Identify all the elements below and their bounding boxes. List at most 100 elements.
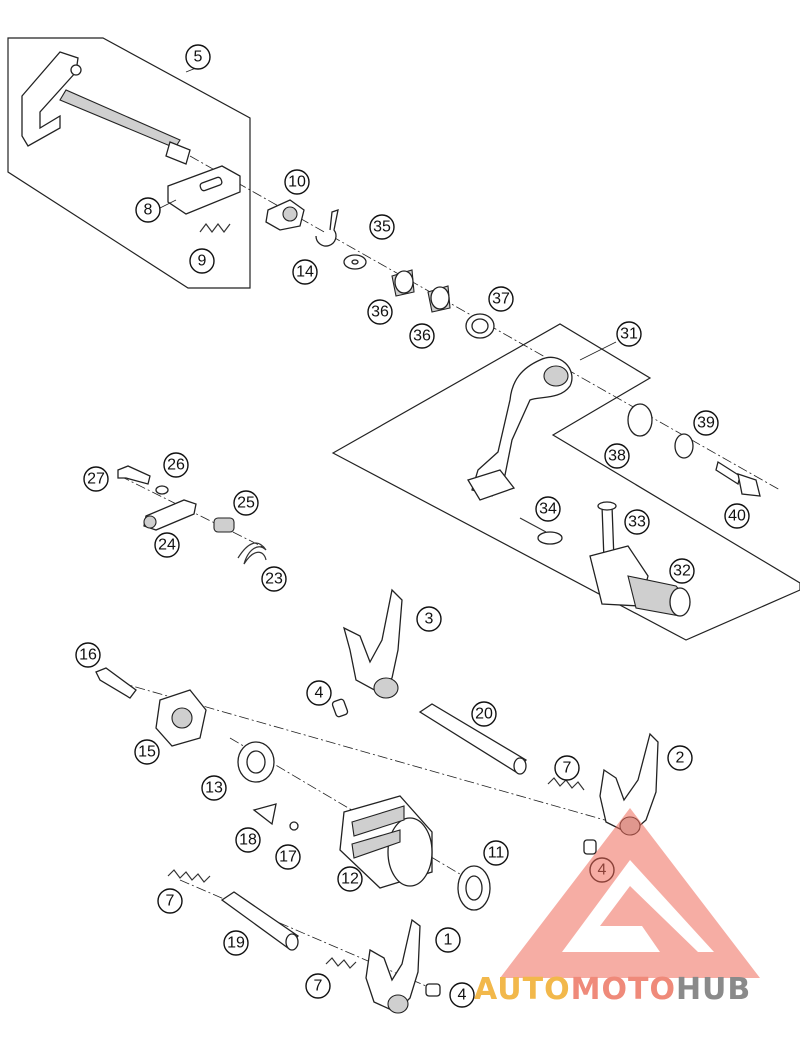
callout-label: 5 <box>194 49 203 66</box>
shift-spring-9 <box>199 223 231 233</box>
callout-c39: 39 <box>693 410 719 436</box>
callout-label: 31 <box>620 326 638 343</box>
callout-c19: 19 <box>223 930 249 956</box>
callout-label: 33 <box>628 514 646 531</box>
spring-34 <box>519 517 563 545</box>
spring-7-lower <box>325 957 357 969</box>
callout-c12: 12 <box>337 866 363 892</box>
roller-4-middle <box>583 839 597 855</box>
callout-label: 27 <box>87 471 105 488</box>
callout-label: 23 <box>265 571 283 588</box>
shift-fork-1 <box>365 918 421 1014</box>
callout-label: 7 <box>563 760 572 777</box>
callout-label: 8 <box>144 202 153 219</box>
watermark-logo-triangle <box>500 808 760 978</box>
callout-c5: 5 <box>185 44 211 70</box>
callout-label: 2 <box>676 750 685 767</box>
callout-label: 24 <box>158 537 176 554</box>
callout-label: 18 <box>239 832 257 849</box>
pin-18 <box>252 803 277 826</box>
callout-label: 1 <box>444 932 453 949</box>
callout-c24: 24 <box>154 532 180 558</box>
callout-label: 38 <box>608 448 626 465</box>
shift-drum-12 <box>339 795 433 889</box>
bushing-25 <box>213 517 235 533</box>
callout-label: 11 <box>488 845 505 862</box>
callout-label: 40 <box>728 508 746 525</box>
washer-35 <box>343 254 367 270</box>
callout-label: 34 <box>539 501 557 518</box>
shift-peg-32 <box>589 545 691 617</box>
bolt-33 <box>597 501 617 561</box>
callout-c14: 14 <box>292 259 318 285</box>
callout-label: 4 <box>315 685 324 702</box>
callout-label: 35 <box>373 219 391 236</box>
callout-label: 9 <box>198 253 207 270</box>
needle-bearing-36a <box>391 269 415 297</box>
callout-c1: 1 <box>435 927 461 953</box>
brand-part-hub: HUB <box>675 972 752 1007</box>
shift-shaft <box>21 51 191 165</box>
roller-4-lower <box>425 983 441 997</box>
bolt-16 <box>95 667 137 699</box>
brand-part-auto: AUTO <box>474 972 571 1007</box>
brand-part-moto: MOTO <box>570 972 676 1007</box>
shift-plate <box>167 165 241 215</box>
callout-label: 20 <box>475 706 493 723</box>
washer-13 <box>237 741 275 783</box>
callout-label: 12 <box>341 871 359 888</box>
callout-label: 36 <box>413 328 431 345</box>
callout-c7b: 7 <box>157 888 183 914</box>
callout-c23: 23 <box>261 566 287 592</box>
lever-24 <box>143 499 197 531</box>
shift-lever-group-frame <box>331 323 800 641</box>
callout-c37: 37 <box>488 286 514 312</box>
callout-label: 26 <box>167 457 185 474</box>
callout-label: 3 <box>425 611 434 628</box>
shift-drum-locating-15 <box>155 689 207 747</box>
callout-c7c: 7 <box>305 973 331 999</box>
callout-label: 17 <box>279 849 297 866</box>
spring-7-left <box>167 869 211 883</box>
callout-c18: 18 <box>235 827 261 853</box>
callout-c8: 8 <box>135 197 161 223</box>
callout-c11: 11 <box>483 840 509 866</box>
screw-17 <box>289 821 299 831</box>
callout-c27: 27 <box>83 466 109 492</box>
bolt-27 <box>117 465 151 485</box>
callout-c36a: 36 <box>367 299 393 325</box>
callout-label: 14 <box>296 264 314 281</box>
callout-label: 32 <box>673 563 691 580</box>
seal-ring-37 <box>465 313 495 339</box>
callout-c4a: 4 <box>306 680 332 706</box>
hex-bolt-40 <box>715 460 761 497</box>
callout-c40: 40 <box>724 503 750 529</box>
callout-c25: 25 <box>233 490 259 516</box>
callout-label: 7 <box>314 978 323 995</box>
callout-c10: 10 <box>284 169 310 195</box>
circlip-14 <box>315 209 339 247</box>
callout-label: 15 <box>138 744 156 761</box>
callout-c35: 35 <box>369 214 395 240</box>
shift-lever <box>467 356 573 501</box>
callout-c32: 32 <box>669 558 695 584</box>
callout-c9: 9 <box>189 248 215 274</box>
lock-washer-39 <box>674 433 694 459</box>
callout-c4c: 4 <box>449 982 475 1008</box>
callout-c17: 17 <box>275 844 301 870</box>
fork-shaft-20 <box>418 703 527 775</box>
callout-c7a: 7 <box>554 755 580 781</box>
spring-23 <box>237 542 267 565</box>
callout-label: 10 <box>288 174 306 191</box>
callout-c2: 2 <box>667 745 693 771</box>
watermark-brand-text: AUTOMOTOHUB <box>474 972 751 1007</box>
callout-label: 16 <box>79 647 97 664</box>
locking-lever <box>265 199 305 231</box>
needle-bearing-36b <box>427 285 451 313</box>
callout-c34: 34 <box>535 496 561 522</box>
callout-label: 36 <box>371 304 389 321</box>
callout-label: 13 <box>205 780 223 797</box>
callout-c3: 3 <box>416 606 442 632</box>
callout-label: 4 <box>458 987 467 1004</box>
